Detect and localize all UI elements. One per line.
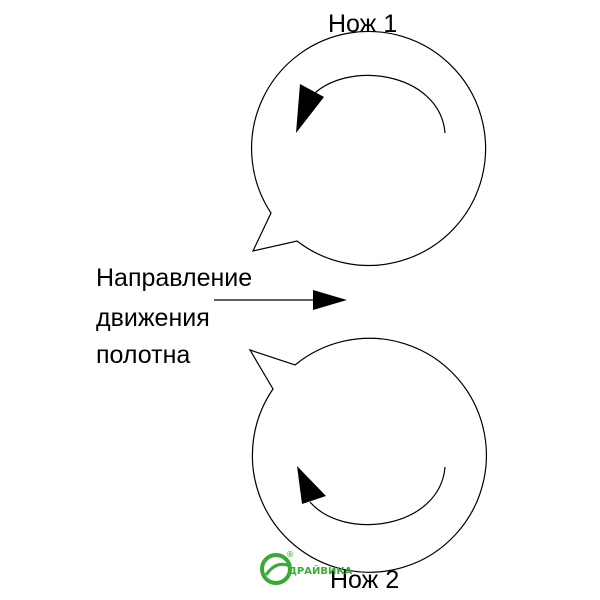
- knife-2-outline: [248, 337, 487, 573]
- knife-2-rotation-arc: [309, 466, 446, 526]
- draivika-logo: ДРАЙВИКА ®: [260, 550, 353, 585]
- knife-2-rotation-arrow: [297, 466, 326, 504]
- feed-direction-arrow: [313, 290, 347, 310]
- feed-direction-label-line-2: движения: [96, 304, 210, 332]
- knife-1-label: Нож 1: [328, 10, 397, 38]
- knife-1-rotation-arrow: [296, 84, 324, 133]
- knife-2-label: Нож 2: [330, 566, 399, 594]
- feed-direction-label-line-1: Направление: [96, 264, 252, 292]
- logo-text: ДРАЙВИКА: [288, 564, 353, 577]
- logo-emblem: [260, 553, 292, 585]
- feed-direction: Направление движения полотна: [96, 264, 347, 369]
- logo-emblem-swoosh: [264, 562, 291, 576]
- knife-1-outline: [251, 30, 487, 267]
- feed-direction-label-line-3: полотна: [96, 341, 190, 369]
- logo-registered-mark: ®: [286, 550, 294, 559]
- knife-1-rotation-arc: [309, 74, 446, 134]
- knife-2: Нож 2: [248, 337, 487, 594]
- knife-1: Нож 1: [251, 10, 487, 267]
